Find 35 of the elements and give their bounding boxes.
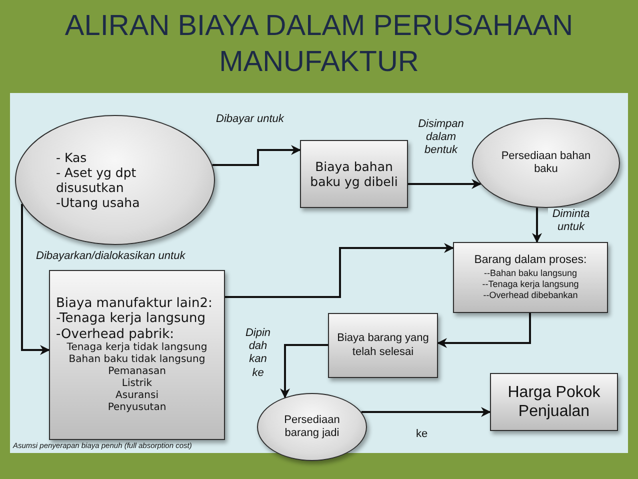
arrow (361, 407, 491, 417)
node-text: --Tenaga kerja langsung (482, 279, 579, 290)
node-text: - Kas (56, 150, 87, 165)
node-text: Harga Pokok Penjualan (506, 382, 602, 422)
node-text: Asuransi (114, 390, 160, 402)
title: ALIRAN BIAYA DALAM PERUSAHAAN MANUFAKTUR (64, 9, 574, 80)
node-text: Bahan baku tidak langsung (68, 354, 206, 366)
arrow (225, 243, 454, 298)
node-text: Persediaan bahan baku (500, 150, 592, 176)
arrow (437, 313, 531, 348)
node-text: - Aset yg dpt disusutkan (56, 165, 138, 195)
node-text: Biaya bahan baku yg dibeli (309, 159, 399, 189)
node-text: Penyusutan (106, 402, 168, 414)
arrow (408, 179, 482, 189)
node-text: -Utang usaha (56, 195, 140, 210)
node-text: -Tenaga kerja langsung (56, 311, 206, 327)
process-box (328, 313, 438, 378)
node-text: Pemanasan (107, 366, 167, 378)
node-text: Listrik (120, 378, 154, 390)
arrow (212, 145, 301, 166)
node-text: Barang dalam proses: (474, 254, 587, 268)
arrow (280, 344, 328, 398)
arrow (532, 208, 542, 243)
node-text: Biaya barang yang telah selesai (336, 332, 430, 359)
arrow (21, 204, 50, 355)
node-text: -Overhead pabrik: (56, 326, 176, 342)
node-text: --Overhead dibebankan (483, 290, 578, 301)
node-text: Persediaan barang jadi (283, 414, 341, 440)
process-box (49, 270, 225, 440)
node-text: Biaya manufaktur lain2: (56, 296, 214, 312)
node-text: --Bahan baku langsung (484, 268, 578, 279)
process-box (490, 373, 618, 431)
process-box (453, 242, 608, 313)
process-box (300, 140, 408, 208)
node-text: Tenaga kerja tidak langsung (66, 342, 208, 354)
